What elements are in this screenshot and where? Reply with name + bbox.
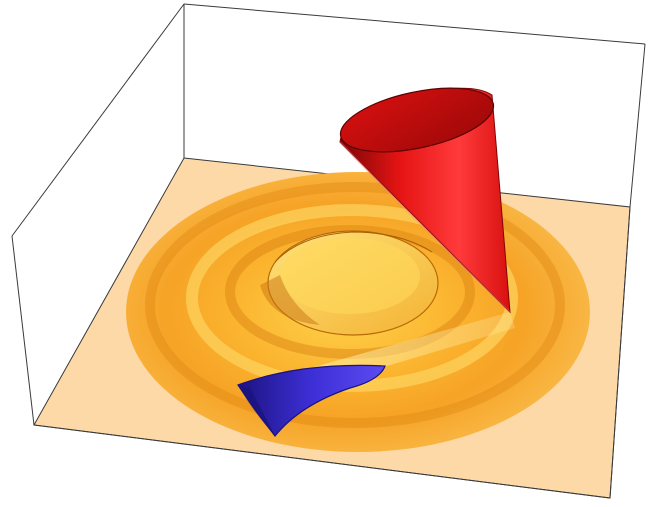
central-ring-rim <box>274 231 433 263</box>
bounding-box-front <box>33 206 631 499</box>
ripple-ring-inner <box>225 225 475 359</box>
light-beam <box>250 312 515 385</box>
red-cone <box>339 87 511 314</box>
blue-cone <box>237 364 386 437</box>
red-cone-opening <box>339 87 495 153</box>
bounding-box-back <box>11 3 646 426</box>
ripple-ring-outer <box>145 182 565 428</box>
central-dome <box>280 238 420 314</box>
surface-shadow <box>260 275 320 325</box>
ripple-surface <box>126 172 590 452</box>
